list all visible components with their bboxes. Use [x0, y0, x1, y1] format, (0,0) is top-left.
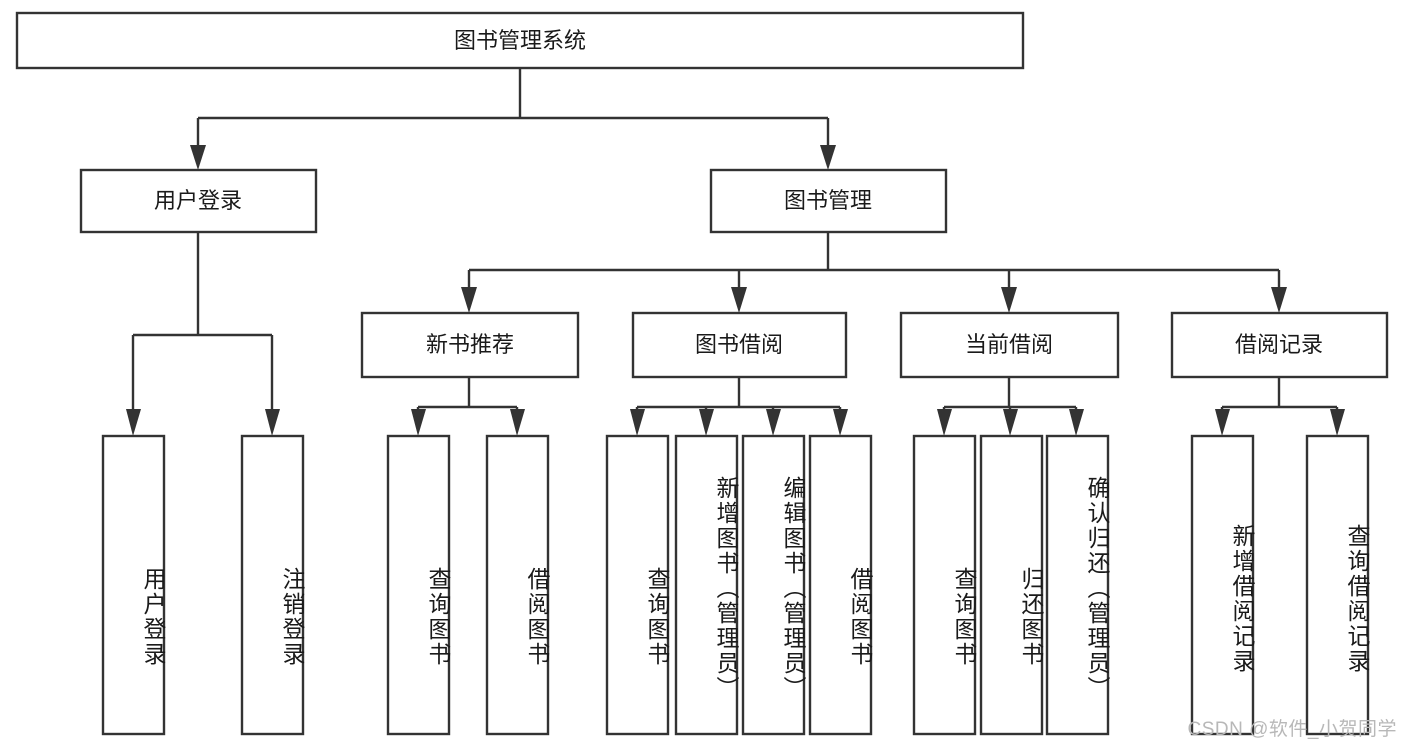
node-leaf-query-book-1[interactable]: [386, 434, 451, 736]
arrow-leaf-query-borrow-record: [1330, 409, 1345, 436]
arrow-leaf-user-login: [126, 409, 141, 436]
node-book-borrow[interactable]: [631, 311, 848, 379]
arrow-leaf-borrow-book-1: [510, 409, 525, 436]
node-leaf-add-book[interactable]: [674, 434, 739, 736]
node-borrow-record[interactable]: [1170, 311, 1389, 379]
arrow-new-book-recommend: [461, 287, 477, 313]
arrow-leaf-add-book: [699, 409, 714, 436]
arrow-leaf-query-book-1: [411, 409, 426, 436]
node-root-label: 图书管理系统: [454, 28, 586, 53]
node-leaf-edit-book[interactable]: [741, 434, 806, 736]
arrow-user-login: [190, 145, 206, 170]
node-leaf-query-book-2[interactable]: [605, 434, 670, 736]
node-leaf-logout-login[interactable]: [240, 434, 305, 736]
arrow-leaf-confirm-return: [1069, 409, 1084, 436]
node-layer: 图书管理系统 用户登录 图书管理 新书推荐 图书借阅 当前借阅 借阅记录: [15, 11, 1389, 736]
node-current-borrow-label: 当前借阅: [965, 332, 1053, 357]
node-leaf-user-login[interactable]: [101, 434, 166, 736]
node-book-manage[interactable]: [709, 168, 948, 234]
arrow-leaf-query-book-2: [630, 409, 645, 436]
node-leaf-add-borrow-record[interactable]: [1190, 434, 1255, 736]
arrow-leaf-logout: [265, 409, 280, 436]
node-user-login-label: 用户登录: [154, 188, 242, 213]
arrow-leaf-edit-book: [766, 409, 781, 436]
node-new-book-recommend-label: 新书推荐: [426, 332, 514, 357]
arrow-leaf-query-book-3: [937, 409, 952, 436]
arrow-leaf-add-borrow-record: [1215, 409, 1230, 436]
arrow-current-borrow: [1001, 287, 1017, 313]
node-user-login[interactable]: [79, 168, 318, 234]
node-leaf-query-borrow-record[interactable]: [1305, 434, 1370, 736]
watermark-label: CSDN @软件_小贺同学: [1187, 719, 1397, 740]
node-borrow-record-label: 借阅记录: [1235, 332, 1323, 357]
node-new-book-recommend[interactable]: [360, 311, 580, 379]
connector-layer: [126, 68, 1345, 436]
node-leaf-confirm-return[interactable]: [1045, 434, 1110, 736]
node-leaf-query-book-3[interactable]: [912, 434, 977, 736]
node-leaf-borrow-book-1[interactable]: [485, 434, 550, 736]
arrow-leaf-return-book: [1003, 409, 1018, 436]
arrow-book-borrow: [731, 287, 747, 313]
node-root[interactable]: [15, 11, 1025, 70]
node-leaf-borrow-book-2[interactable]: [808, 434, 873, 736]
node-leaf-return-book[interactable]: [979, 434, 1044, 736]
node-book-borrow-label: 图书借阅: [695, 332, 783, 357]
node-current-borrow[interactable]: [899, 311, 1120, 379]
arrow-leaf-borrow-book-2: [833, 409, 848, 436]
node-book-manage-label: 图书管理: [784, 188, 872, 213]
arrow-book-manage: [820, 145, 836, 170]
arrow-borrow-record: [1271, 287, 1287, 313]
